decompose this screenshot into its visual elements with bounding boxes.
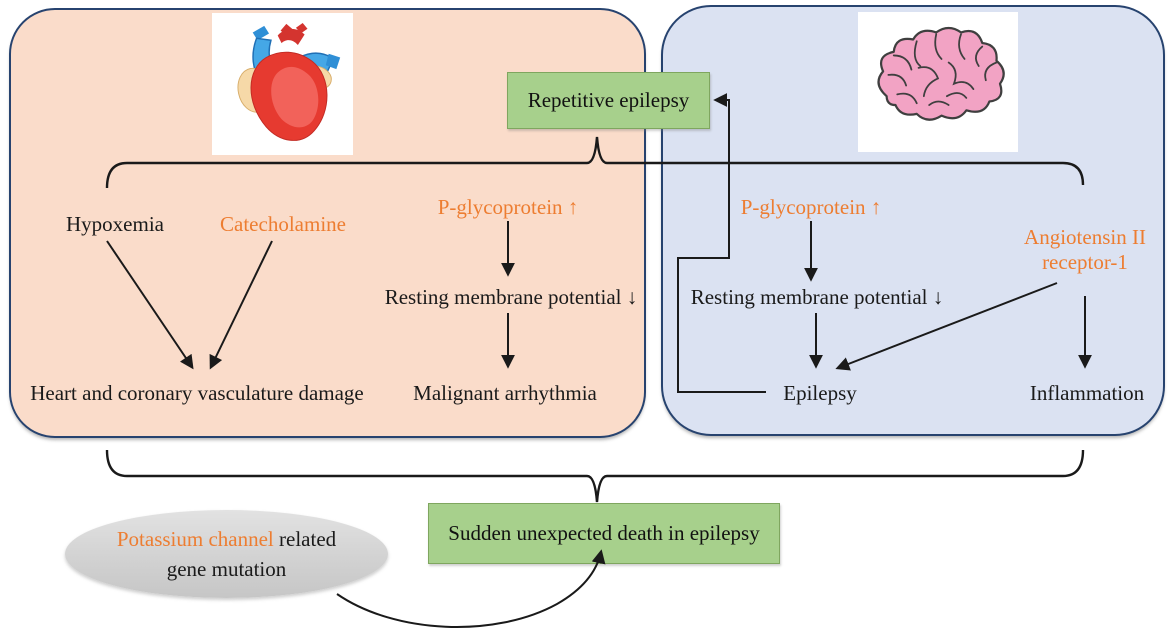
sudep-label: Sudden unexpected death in epilepsy	[448, 521, 760, 545]
repetitive-epilepsy-box: Repetitive epilepsy	[507, 72, 710, 129]
label-heart-damage: Heart and coronary vasculature damage	[30, 381, 364, 405]
label-catecholamine: Catecholamine	[220, 212, 346, 236]
brain-icon	[877, 26, 1005, 121]
sudep-box: Sudden unexpected death in epilepsy	[428, 503, 780, 564]
gene-mutation-rest: related	[273, 527, 337, 551]
label-angiotensin-line2: receptor-1	[1042, 250, 1128, 274]
label-angiotensin-line1: Angiotensin II	[1024, 225, 1146, 249]
label-resting-membrane-potential-brain: Resting membrane potential ↓	[690, 285, 944, 309]
label-p-glycoprotein-brain: P-glycoprotein ↑	[740, 195, 882, 219]
gene-mutation-line1: Potassium channel related	[117, 524, 336, 554]
heart-image	[212, 13, 353, 155]
label-inflammation: Inflammation	[1029, 381, 1145, 405]
label-p-glycoprotein-heart: P-glycoprotein ↑	[437, 195, 579, 219]
label-resting-membrane-potential-heart: Resting membrane potential ↓	[384, 285, 638, 309]
gene-mutation-ellipse: Potassium channel related gene mutation	[65, 510, 388, 598]
label-malignant-arrhythmia: Malignant arrhythmia	[413, 381, 597, 405]
repetitive-epilepsy-label: Repetitive epilepsy	[527, 88, 690, 112]
label-hypoxemia: Hypoxemia	[66, 212, 164, 236]
gene-mutation-highlight: Potassium channel	[116, 527, 274, 551]
label-epilepsy: Epilepsy	[783, 381, 857, 405]
brain-image	[858, 12, 1018, 152]
gene-mutation-line2: gene mutation	[166, 557, 287, 581]
heart-icon	[237, 22, 341, 141]
brace-bottom	[105, 449, 1085, 503]
label-angiotensin-receptor: Angiotensin II receptor-1	[1024, 225, 1146, 275]
